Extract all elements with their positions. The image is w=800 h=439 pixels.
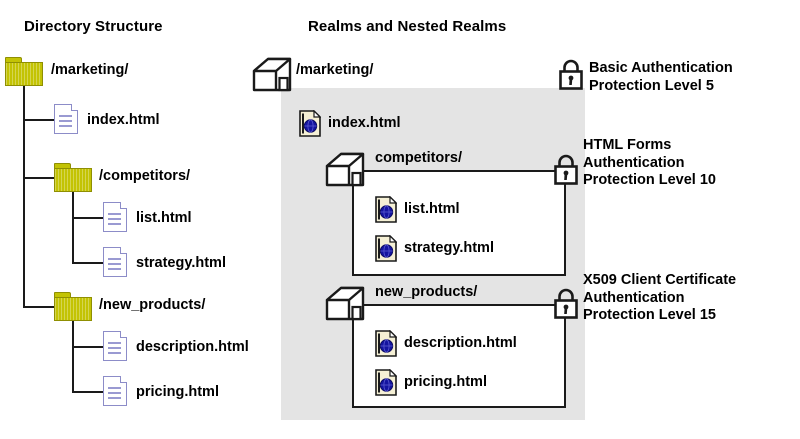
house-icon	[325, 286, 365, 321]
page-icon	[103, 376, 127, 406]
tree-connector	[72, 262, 103, 264]
house-icon	[325, 152, 365, 187]
nested-realm-label-new-products: new_products/	[375, 284, 478, 300]
tree-label-strategy-html: strategy.html	[136, 255, 226, 271]
web-document-icon	[375, 235, 397, 262]
padlock-icon	[558, 58, 584, 91]
page-icon	[103, 247, 127, 277]
realm-label-marketing: /marketing/	[296, 62, 374, 78]
realm-file-label-strategy-html: strategy.html	[404, 240, 494, 256]
tree-connector-trunk	[23, 86, 25, 306]
tree-connector	[72, 217, 103, 219]
tree-connector	[23, 119, 54, 121]
tree-connector	[23, 306, 54, 308]
tree-label-new-products: /new_products/	[99, 297, 206, 313]
tree-label-pricing-html: pricing.html	[136, 384, 219, 400]
web-document-icon	[299, 110, 321, 137]
page-icon	[54, 104, 78, 134]
folder-icon	[54, 163, 92, 192]
house-icon	[252, 57, 292, 92]
page-icon	[103, 202, 127, 232]
web-document-icon	[375, 369, 397, 396]
nested-realm-label-competitors: competitors/	[375, 150, 463, 166]
tree-label-description-html: description.html	[136, 339, 249, 355]
tree-label-competitors: /competitors/	[99, 168, 191, 184]
tree-connector	[72, 391, 103, 393]
annotation-competitors-realm-auth: HTML Forms Authentication Protection Lev…	[583, 137, 716, 188]
heading-realms-and-nested-realms: Realms and Nested Realms	[308, 18, 507, 35]
page-icon	[103, 331, 127, 361]
tree-label-marketing: /marketing/	[51, 62, 129, 78]
padlock-icon	[553, 287, 579, 320]
tree-connector	[72, 346, 103, 348]
heading-directory-structure: Directory Structure	[24, 18, 163, 35]
tree-connector-branch	[72, 321, 74, 393]
padlock-icon	[553, 153, 579, 186]
realm-file-label-description-html: description.html	[404, 335, 517, 351]
tree-connector-branch	[72, 192, 74, 264]
realm-file-label-index-html: index.html	[328, 115, 401, 131]
tree-connector	[23, 177, 54, 179]
realm-file-label-pricing-html: pricing.html	[404, 374, 487, 390]
tree-label-index-html: index.html	[87, 112, 160, 128]
tree-label-list-html: list.html	[136, 210, 192, 226]
realm-file-label-list-html: list.html	[404, 201, 460, 217]
web-document-icon	[375, 196, 397, 223]
annotation-new-products-realm-auth: X509 Client Certificate Authentication P…	[583, 272, 737, 323]
annotation-root-realm-auth: Basic Authentication Protection Level 5	[589, 60, 733, 94]
folder-icon	[54, 292, 92, 321]
folder-icon	[5, 57, 43, 86]
web-document-icon	[375, 330, 397, 357]
